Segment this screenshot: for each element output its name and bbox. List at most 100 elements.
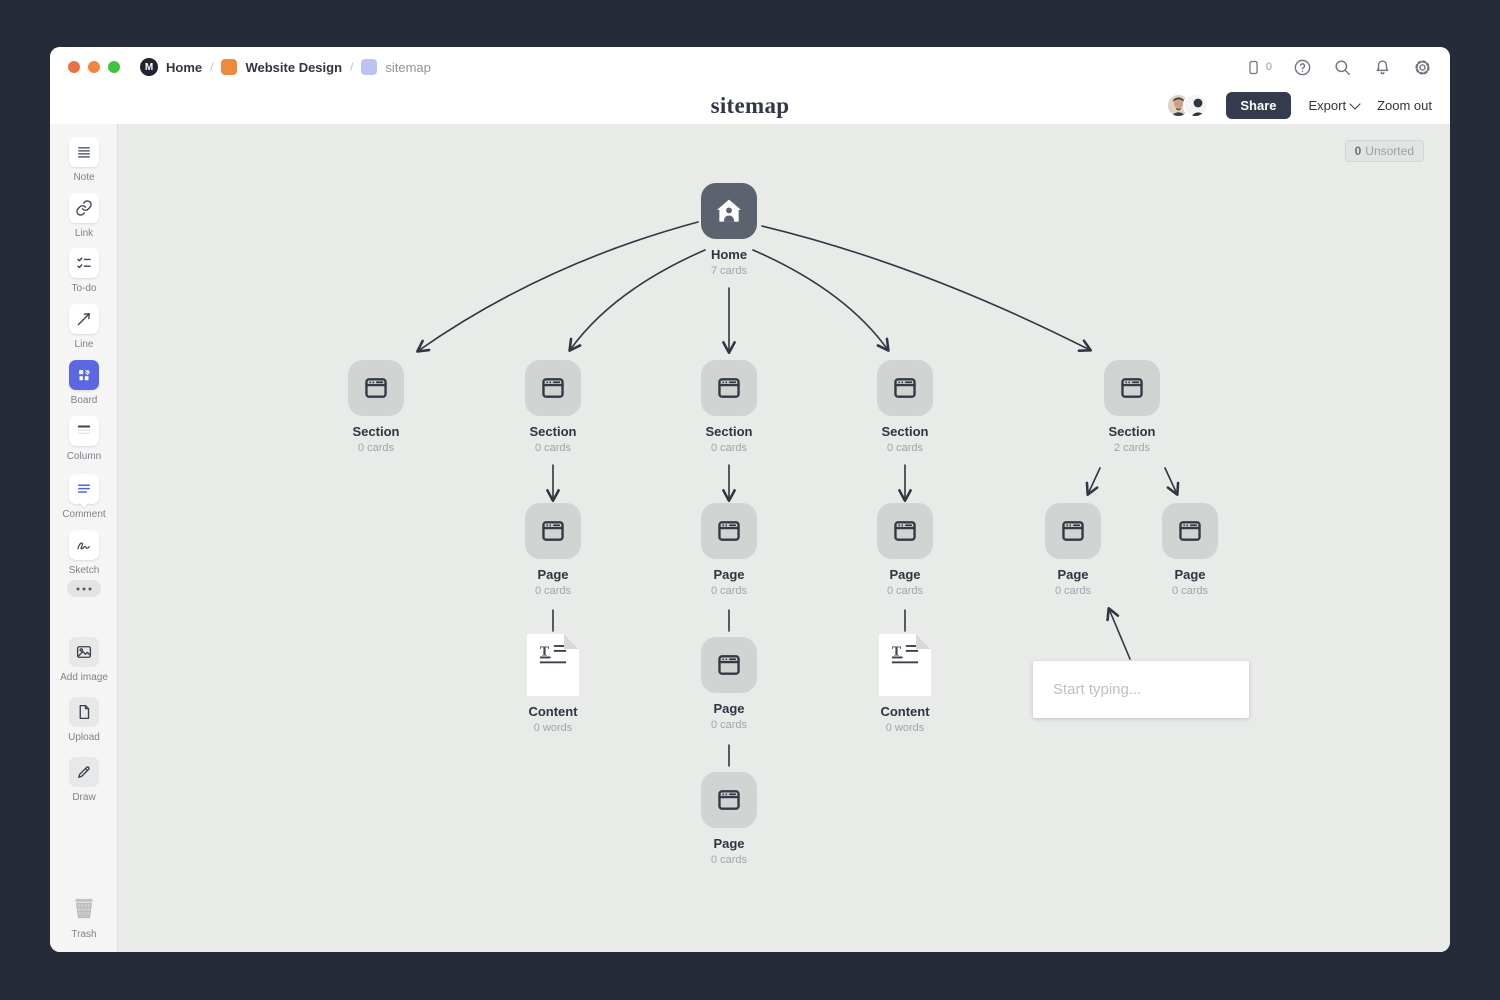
unsorted-count: 0 [1354, 144, 1362, 158]
node-card-count: 0 cards [710, 442, 748, 454]
window-icon [701, 503, 757, 559]
sidebar-tool-label: Trash [71, 929, 97, 940]
sidebar-tool-link[interactable]: Link [50, 193, 118, 239]
node-label: Section [881, 424, 929, 439]
collaborator-avatars[interactable] [1166, 93, 1209, 118]
line-icon [69, 304, 99, 334]
board-chip-icon [221, 59, 238, 75]
settings-icon[interactable] [1413, 58, 1432, 77]
sidebar-tool-line[interactable]: Line [50, 304, 118, 350]
node-page-b[interactable]: Page 0 cards [681, 503, 777, 597]
node-section-4[interactable]: Section 0 cards [857, 360, 953, 454]
breadcrumb-item-sitemap[interactable]: sitemap [361, 59, 431, 75]
sidebar-tool-more[interactable] [50, 580, 118, 597]
device-icon[interactable]: 0 [1245, 59, 1272, 76]
node-card-count: 0 cards [886, 442, 924, 454]
svg-text:T: T [540, 644, 550, 659]
minimize-window-button[interactable] [88, 61, 100, 73]
breadcrumb-separator: / [210, 60, 214, 74]
node-label: Page [1174, 567, 1206, 582]
bell-icon[interactable] [1373, 58, 1392, 77]
sketch-icon [69, 530, 99, 560]
sidebar-tool-label: Draw [72, 792, 96, 803]
node-label: Page [537, 567, 569, 582]
page-fold [916, 634, 931, 649]
sidebar-tool-draw[interactable]: Draw [50, 757, 118, 803]
sidebar-tool-sketch[interactable]: Sketch [50, 530, 118, 576]
node-card-count: 0 cards [710, 585, 748, 597]
node-label: Page [713, 567, 745, 582]
window-controls[interactable] [68, 61, 120, 73]
sidebar-tool-comment[interactable]: Comment [50, 474, 118, 520]
window-icon [525, 503, 581, 559]
trash-icon [66, 890, 102, 924]
window-icon [701, 637, 757, 693]
sidebar-tool-column[interactable]: Column [50, 416, 118, 462]
node-home[interactable]: Home 7 cards [681, 183, 777, 277]
sidebar-tool-add-image[interactable]: Add image [50, 637, 118, 683]
sidebar-tool-label: To-do [71, 283, 97, 294]
sidebar-tool-trash[interactable]: Trash [50, 890, 118, 940]
node-label: Content [880, 704, 930, 719]
link-icon [69, 193, 99, 223]
node-label: Home [710, 247, 748, 262]
avatar[interactable] [1183, 93, 1209, 118]
sidebar-tool-upload[interactable]: Upload [50, 697, 118, 743]
window-icon [1104, 360, 1160, 416]
sidebar-tool-note[interactable]: Note [50, 137, 118, 183]
export-button[interactable]: Export [1309, 97, 1361, 113]
window-icon [525, 360, 581, 416]
page-title: sitemap [710, 92, 790, 118]
more-icon [67, 580, 101, 597]
topbar-icons: 0 [1245, 58, 1432, 77]
breadcrumb-item-website-design[interactable]: Website Design [221, 59, 342, 75]
zoom-out-button[interactable]: Zoom out [1377, 98, 1432, 113]
help-icon[interactable] [1293, 58, 1312, 77]
svg-text:T: T [892, 644, 902, 659]
upload-icon [69, 697, 99, 727]
breadcrumb-label: sitemap [385, 59, 431, 75]
share-button[interactable]: Share [1226, 92, 1291, 119]
device-count-badge: 0 [1265, 61, 1272, 73]
board-icon [69, 360, 99, 390]
breadcrumb-label: Website Design [245, 59, 343, 75]
document-card: T [527, 634, 579, 696]
node-label: Page [713, 701, 745, 716]
node-label: Page [713, 836, 745, 851]
milanote-logo-icon: M [140, 58, 158, 76]
sidebar-tool-board[interactable]: Board [50, 360, 118, 406]
sidebar-tool-label: Line [74, 339, 94, 350]
sidebar-tool-todo[interactable]: To-do [50, 248, 118, 294]
node-card-count: 7 cards [710, 265, 748, 277]
close-window-button[interactable] [68, 61, 80, 73]
breadcrumb-separator: / [350, 60, 354, 74]
window-icon [701, 772, 757, 828]
node-label: Content [528, 704, 578, 719]
unsorted-label: Unsorted [1365, 144, 1414, 158]
search-icon[interactable] [1333, 58, 1352, 77]
node-label: Section [1108, 424, 1156, 439]
new-note-input[interactable] [1033, 661, 1249, 718]
window-icon [701, 360, 757, 416]
todo-icon [69, 248, 99, 278]
zoom-window-button[interactable] [108, 61, 120, 73]
